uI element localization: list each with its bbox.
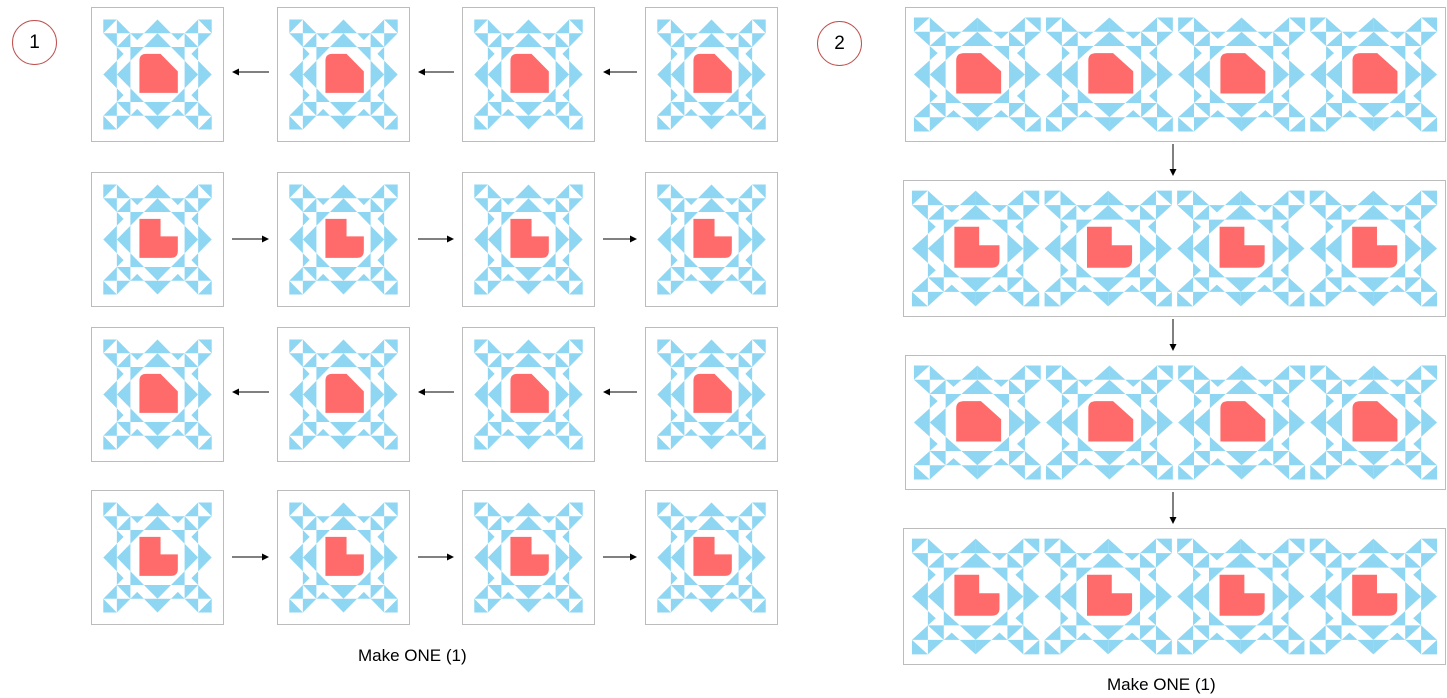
heart-row-icon	[904, 529, 1445, 664]
panel1-block-r2-c4	[645, 172, 778, 307]
step-2-badge: 2	[817, 21, 862, 66]
panel1-arrow-left-r1-1	[226, 66, 275, 79]
panel1-block-r2-c1	[91, 172, 224, 307]
panel-2-caption: Make ONE (1)	[1107, 675, 1216, 695]
panel2-arrow-down-1	[1167, 138, 1180, 182]
panel1-arrow-left-r3-2	[412, 386, 460, 399]
panel1-arrow-left-r1-3	[597, 66, 643, 79]
heart-block-icon	[646, 8, 777, 141]
panel1-arrow-right-r2-1	[226, 233, 275, 246]
panel1-arrow-left-r3-3	[597, 386, 643, 399]
panel1-block-r1-c3	[462, 7, 595, 142]
heart-block-icon	[92, 491, 223, 624]
heart-block-icon	[646, 328, 777, 461]
heart-block-icon	[92, 173, 223, 306]
panel1-arrow-right-r4-1	[226, 551, 275, 564]
heart-block-icon	[646, 173, 777, 306]
heart-block-icon	[463, 328, 594, 461]
step-1-badge: 1	[12, 20, 57, 65]
heart-block-icon	[463, 491, 594, 624]
heart-block-icon	[278, 173, 409, 306]
panel1-arrow-left-r3-1	[226, 386, 275, 399]
panel1-block-r1-c2	[277, 7, 410, 142]
step-1-number: 1	[29, 32, 40, 54]
panel1-block-r4-c4	[645, 490, 778, 625]
panel2-row-1	[905, 7, 1446, 142]
panel1-arrow-right-r4-2	[412, 551, 460, 564]
panel2-arrow-down-2	[1167, 313, 1180, 357]
heart-block-icon	[92, 328, 223, 461]
heart-row-icon	[904, 181, 1445, 316]
panel2-row-3	[905, 355, 1446, 490]
panel1-arrow-right-r4-3	[597, 551, 643, 564]
panel1-arrow-left-r1-2	[412, 66, 460, 79]
panel1-block-r3-c4	[645, 327, 778, 462]
panel1-block-r1-c1	[91, 7, 224, 142]
panel1-block-r1-c4	[645, 7, 778, 142]
panel1-block-r3-c3	[462, 327, 595, 462]
heart-block-icon	[463, 8, 594, 141]
heart-row-icon	[906, 356, 1445, 489]
panel1-block-r4-c1	[91, 490, 224, 625]
panel2-row-2	[903, 180, 1446, 317]
heart-block-icon	[278, 8, 409, 141]
heart-block-icon	[278, 328, 409, 461]
panel1-block-r3-c1	[91, 327, 224, 462]
panel2-arrow-down-3	[1167, 486, 1180, 530]
heart-block-icon	[278, 491, 409, 624]
panel1-block-r3-c2	[277, 327, 410, 462]
heart-block-icon	[463, 173, 594, 306]
panel2-row-4	[903, 528, 1446, 665]
panel1-block-r4-c2	[277, 490, 410, 625]
panel1-block-r4-c3	[462, 490, 595, 625]
panel-1-caption: Make ONE (1)	[358, 646, 467, 666]
panel1-block-r2-c3	[462, 172, 595, 307]
heart-block-icon	[646, 491, 777, 624]
panel1-block-r2-c2	[277, 172, 410, 307]
heart-block-icon	[92, 8, 223, 141]
step-2-number: 2	[834, 33, 845, 55]
heart-row-icon	[906, 8, 1445, 141]
panel1-arrow-right-r2-3	[597, 233, 643, 246]
panel1-arrow-right-r2-2	[412, 233, 460, 246]
